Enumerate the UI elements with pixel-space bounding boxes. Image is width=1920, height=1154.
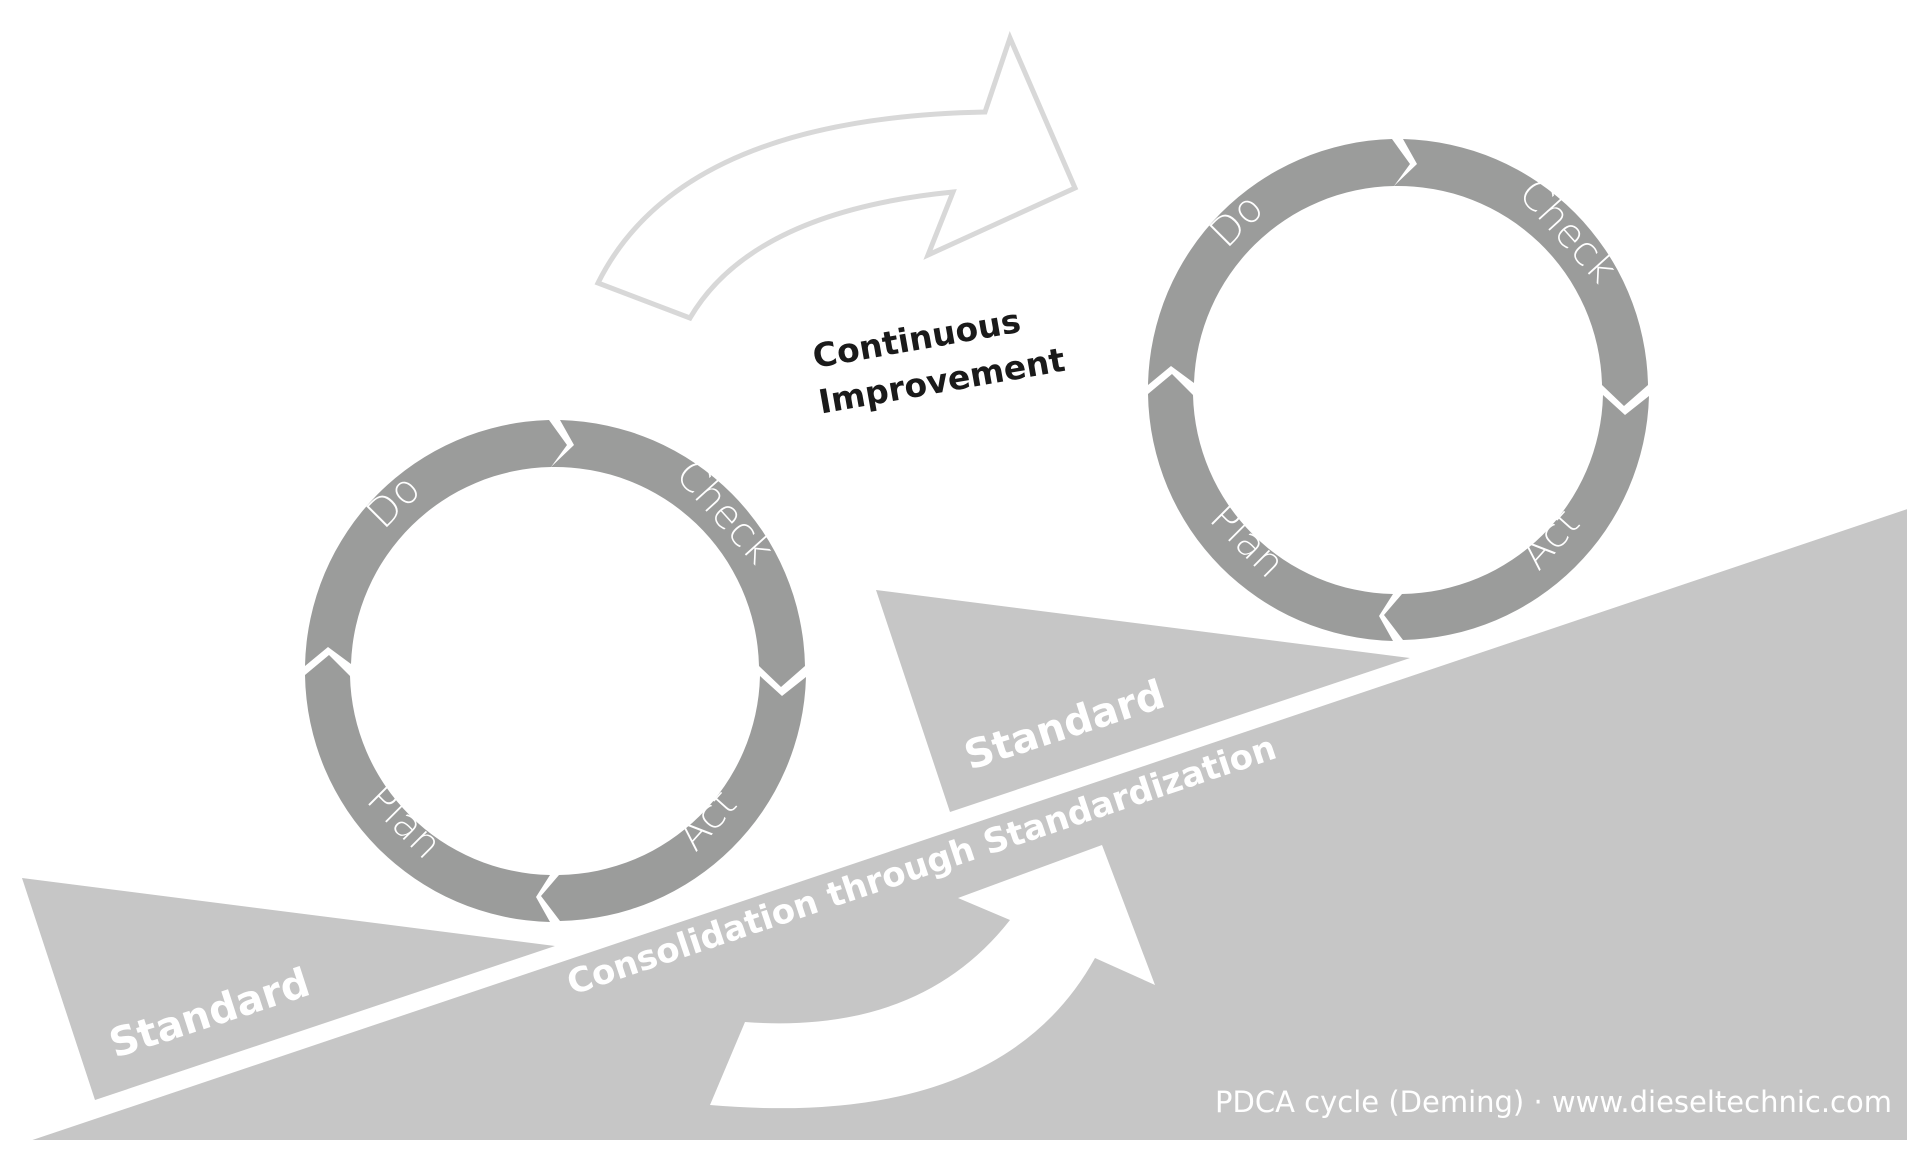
ring-segment [305,655,550,922]
pdca-cycle-right: Do Check Act Plan [1148,139,1649,641]
ring-segment [1148,139,1410,385]
continuous-improvement-label: Continuous Improvement [808,295,1068,422]
continuous-improvement-arrow [594,31,1079,322]
ring-segment [1148,374,1393,641]
ring-segment [1384,395,1649,640]
ring-segment [1394,139,1648,406]
standard-wedge-left [22,878,555,1100]
consolidation-arrow [710,845,1155,1109]
standard-wedge-right [876,590,1410,812]
ring-segment [305,420,567,666]
ramp-edge-line [18,501,1909,1144]
pdca-cycle-left: Do Check Act Plan [305,420,806,922]
ring-segment [541,676,806,921]
ring-segment [551,420,805,687]
footer-caption: PDCA cycle (Deming) · www.dieseltechnic.… [1215,1085,1892,1119]
